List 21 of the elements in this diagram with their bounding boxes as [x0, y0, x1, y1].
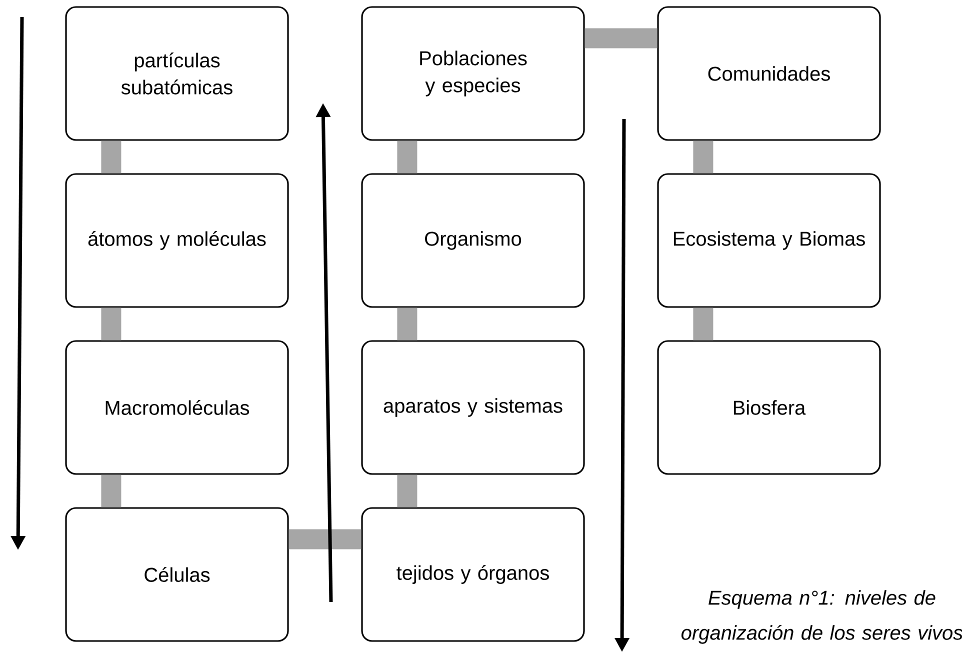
process-box: tejidos y órganos: [361, 507, 585, 642]
process-box: Macromoléculas: [65, 340, 289, 475]
connector-bar: [397, 474, 418, 508]
connector-bar: [693, 140, 714, 174]
process-box: Organismo: [361, 173, 585, 308]
process-box: partículas subatómicas: [65, 6, 289, 141]
process-box: Ecosistema y Biomas: [657, 173, 881, 308]
process-box: Poblaciones y especies: [361, 6, 585, 141]
connector-bar: [101, 474, 122, 508]
connector-bar: [101, 140, 122, 174]
process-box: aparatos y sistemas: [361, 340, 585, 475]
process-box: Comunidades: [657, 6, 881, 141]
connector-bar: [584, 28, 658, 48]
connector-bar: [397, 140, 418, 174]
connector-bar: [693, 308, 714, 340]
process-box: Biosfera: [657, 340, 881, 475]
process-box: átomos y moléculas: [65, 173, 289, 308]
connector-bar: [288, 529, 362, 550]
process-box: Células: [65, 507, 289, 642]
connector-bar: [101, 308, 122, 340]
connector-bar: [397, 308, 418, 340]
